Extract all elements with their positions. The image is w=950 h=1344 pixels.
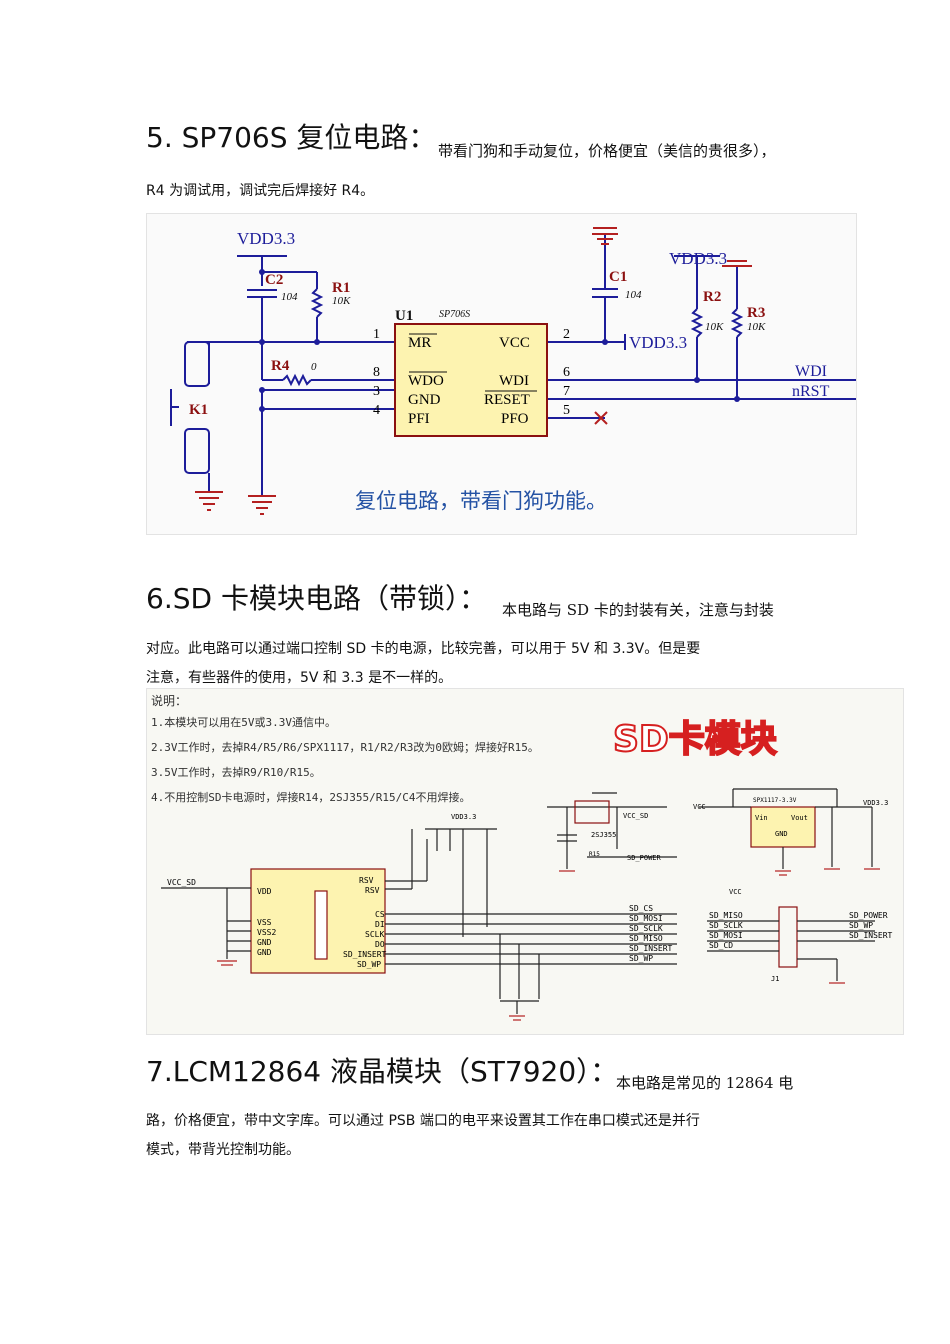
card-sclk: SCLK bbox=[365, 930, 384, 939]
pin-vcc: VCC bbox=[499, 335, 530, 351]
chip-name: SP706S bbox=[439, 309, 470, 320]
sd-banner: SD卡模块 bbox=[613, 719, 777, 760]
sd-power-net: SD_POWER bbox=[627, 854, 662, 862]
r1-label: R1 bbox=[332, 280, 350, 296]
section-6-line2: 对应。此电路可以通过端口控制 SD 卡的电源，比较完善，可以用于 5V 和 3.… bbox=[146, 641, 701, 657]
pin-gnd: GND bbox=[408, 392, 441, 408]
sp706s-schematic: VDD3.3 VDD3.3 VDD3.3 C2 104 R1 10K C1 10… bbox=[146, 213, 857, 535]
card-di: DI bbox=[375, 920, 385, 929]
conn-sd-insert: SD_INSERT bbox=[849, 931, 893, 940]
pin-pfi: PFI bbox=[408, 411, 430, 427]
pinnum-6: 6 bbox=[563, 365, 570, 380]
pin-wdi: WDI bbox=[499, 373, 529, 389]
net-sd-cs: SD_CS bbox=[629, 904, 653, 913]
schematic-caption: 复位电路，带看门狗功能。 bbox=[355, 489, 607, 513]
k1-label: K1 bbox=[189, 402, 208, 418]
vcc-conn-label: VCC bbox=[729, 888, 742, 896]
mosfet-label: 2SJ355 bbox=[591, 831, 616, 839]
section-5-title: 5. SP706S 复位电路： bbox=[146, 121, 437, 154]
pinnum-5: 5 bbox=[563, 403, 570, 418]
card-do: DO bbox=[375, 940, 385, 949]
c1-label: C1 bbox=[609, 269, 627, 285]
vdd33-label: VDD3.3 bbox=[451, 813, 476, 821]
net-nrst: nRST bbox=[792, 383, 830, 400]
r4-value: 0 bbox=[311, 361, 317, 373]
card-vss: VSS bbox=[257, 918, 272, 927]
card-sd-wp: SD_WP bbox=[357, 960, 381, 969]
pin-wdo: WDO bbox=[408, 373, 444, 389]
section-6-line3: 注意，有些器件的使用，5V 和 3.3 是不一样的。 bbox=[146, 670, 453, 686]
vdd-right-label: VDD3.3 bbox=[669, 249, 727, 268]
r3-value: 10K bbox=[747, 321, 766, 333]
regulator-name: SPX1117-3.3V bbox=[753, 797, 797, 804]
vdd-pin2-label: VDD3.3 bbox=[629, 333, 687, 352]
conn-sd-sclk: SD_SCLK bbox=[709, 921, 743, 930]
vdd33-reg-label: VDD3.3 bbox=[863, 799, 888, 807]
pin-reset: RESET bbox=[484, 392, 530, 408]
card-gnd2: GND bbox=[257, 948, 272, 957]
pinnum-4: 4 bbox=[373, 403, 380, 418]
c1-value: 104 bbox=[625, 289, 642, 301]
section-7-title: 7.LCM12864 液晶模块（ST7920）： bbox=[146, 1055, 619, 1088]
conn-sd-power: SD_POWER bbox=[849, 911, 888, 920]
pinnum-8: 8 bbox=[373, 365, 380, 380]
note-1: 1.本模块可以用在5V或3.3V通信中。 bbox=[151, 715, 336, 729]
card-cs: CS bbox=[375, 910, 385, 919]
pinnum-1: 1 bbox=[373, 327, 380, 342]
c2-value: 104 bbox=[281, 291, 298, 303]
pinnum-3: 3 bbox=[373, 384, 380, 399]
card-rsv1: RSV bbox=[359, 876, 374, 885]
conn-sd-cd: SD_CD bbox=[709, 941, 733, 950]
card-vss2: VSS2 bbox=[257, 928, 276, 937]
section-6-title: 6.SD 卡模块电路（带锁）： bbox=[146, 582, 487, 615]
r4-label: R4 bbox=[271, 358, 290, 374]
section-7-line2: 路，价格便宜，带中文字库。可以通过 PSB 端口的电平来设置其工作在串口模式还是… bbox=[146, 1113, 700, 1129]
pinnum-2: 2 bbox=[563, 327, 570, 342]
vdd-left-label: VDD3.3 bbox=[237, 229, 295, 248]
net-sd-miso: SD_MISO bbox=[629, 934, 663, 943]
section-7-line3: 模式，带背光控制功能。 bbox=[146, 1142, 300, 1158]
section-7-desc: 本电路是常见的 12864 电 bbox=[616, 1074, 794, 1092]
pin-pfo: PFO bbox=[501, 411, 529, 427]
note-2: 2.3V工作时，去掉R4/R5/R6/SPX1117，R1/R2/R3改为0欧姆… bbox=[151, 740, 539, 754]
card-gnd1: GND bbox=[257, 938, 272, 947]
section-5-line2: R4 为调试用，调试完后焊接好 R4。 bbox=[146, 183, 375, 199]
j1-label: J1 bbox=[771, 975, 779, 983]
vcc-label: VCC bbox=[693, 803, 706, 811]
section-6-desc: 本电路与 SD 卡的封装有关，注意与封装 bbox=[502, 601, 774, 619]
net-wdi: WDI bbox=[795, 363, 827, 380]
card-rsv2: RSV bbox=[365, 886, 380, 895]
reg-gnd: GND bbox=[775, 830, 788, 838]
r2-label: R2 bbox=[703, 289, 721, 305]
r2-value: 10K bbox=[705, 321, 724, 333]
u1-label: U1 bbox=[395, 308, 413, 324]
r1-value: 10K bbox=[332, 295, 351, 307]
notes-title: 说明： bbox=[151, 693, 187, 708]
pin-mr: MR bbox=[408, 335, 431, 351]
note-3: 3.5V工作时，去掉R9/R10/R15。 bbox=[151, 765, 321, 779]
r15-label: R15 bbox=[589, 851, 600, 858]
section-5-desc: 带看门狗和手动复位，价格便宜（美信的贵很多）， bbox=[438, 142, 776, 160]
vcc-sd-label: VCC_SD bbox=[167, 878, 196, 887]
net-sd-mosi: SD_MOSI bbox=[629, 914, 663, 923]
sd-module-schematic: 说明： 1.本模块可以用在5V或3.3V通信中。 2.3V工作时，去掉R4/R5… bbox=[146, 688, 904, 1035]
reg-vin: Vin bbox=[755, 814, 768, 822]
vcc-sd-net: VCC_SD bbox=[623, 812, 648, 820]
conn-sd-wp: SD_WP bbox=[849, 921, 873, 930]
card-vdd: VDD bbox=[257, 887, 272, 896]
pinnum-7: 7 bbox=[563, 384, 570, 399]
c2-label: C2 bbox=[265, 272, 283, 288]
reg-vout: Vout bbox=[791, 814, 808, 822]
net-sd-wp: SD_WP bbox=[629, 954, 653, 963]
note-4: 4.不用控制SD卡电源时，焊接R14，2SJ355/R15/C4不用焊接。 bbox=[151, 790, 470, 804]
r3-label: R3 bbox=[747, 305, 765, 321]
conn-sd-miso: SD_MISO bbox=[709, 911, 743, 920]
conn-sd-mosi: SD_MOSI bbox=[709, 931, 743, 940]
card-sd-insert: SD_INSERT bbox=[343, 950, 387, 959]
net-sd-sclk: SD_SCLK bbox=[629, 924, 663, 933]
net-sd-insert: SD_INSERT bbox=[629, 944, 673, 953]
